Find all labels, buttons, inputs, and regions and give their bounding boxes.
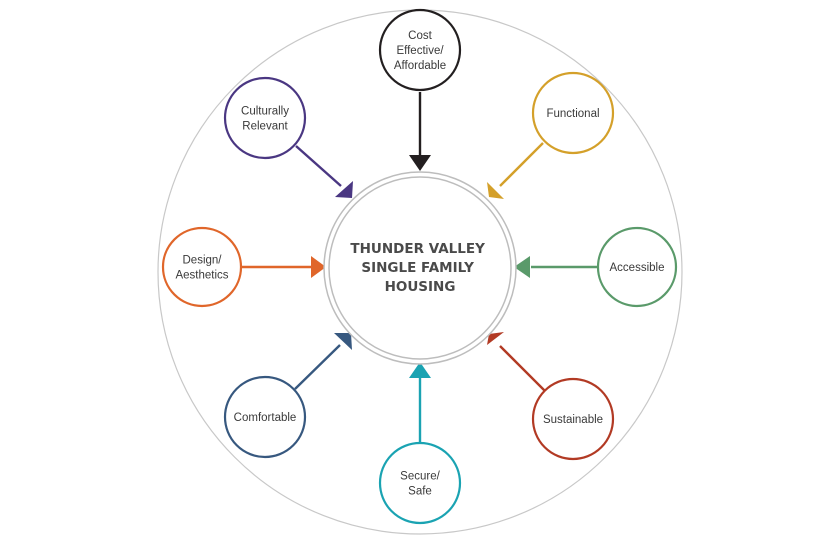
node-circle-design bbox=[161, 226, 243, 308]
node-circle-cost bbox=[378, 8, 462, 92]
node-circle-comfortable bbox=[223, 375, 307, 459]
node-label-line: Cost bbox=[408, 30, 432, 42]
connector-line-sustainable bbox=[499, 345, 546, 392]
node-label-line: Sustainable bbox=[543, 414, 603, 426]
node-label-line: Design/ bbox=[183, 255, 223, 267]
node-circle-culturally bbox=[223, 76, 307, 160]
node-label-sustainable: Sustainable bbox=[543, 414, 603, 426]
node-label-line: Effective/ bbox=[396, 45, 444, 57]
node-label-line: Safe bbox=[408, 486, 432, 498]
node-label-line: Functional bbox=[546, 108, 599, 120]
arrowhead-icon-comfortable bbox=[334, 333, 352, 350]
node-label-accessible: Accessible bbox=[610, 262, 665, 274]
node-label-line: Secure/ bbox=[400, 471, 440, 483]
center-inner-ring bbox=[328, 176, 512, 360]
node-label-line: Affordable bbox=[394, 60, 446, 72]
node-sustainable: Sustainable bbox=[531, 377, 615, 461]
node-label-design: Design/Aesthetics bbox=[175, 255, 228, 282]
node-label-line: Relevant bbox=[242, 121, 288, 133]
center-title-line: THUNDER VALLEY bbox=[350, 241, 485, 257]
node-circle-secure bbox=[378, 441, 462, 525]
arrowhead-icon-secure bbox=[409, 362, 431, 378]
node-label-line: Aesthetics bbox=[175, 270, 228, 282]
node-circle-sustainable bbox=[531, 377, 615, 461]
node-design: Design/Aesthetics bbox=[161, 226, 243, 308]
node-label-line: Comfortable bbox=[234, 412, 297, 424]
node-comfortable: Comfortable bbox=[223, 375, 307, 459]
arrowhead-icon-design bbox=[311, 256, 326, 278]
node-functional: Functional bbox=[531, 71, 615, 155]
arrowhead-icon-functional bbox=[487, 182, 504, 199]
connector-line-comfortable bbox=[294, 344, 341, 390]
center-title-line: SINGLE FAMILY bbox=[361, 260, 474, 276]
node-label-line: Culturally bbox=[241, 106, 289, 118]
arrowhead-icon-culturally bbox=[335, 181, 353, 198]
connector-line-culturally bbox=[295, 145, 342, 187]
node-secure: Secure/Safe bbox=[378, 441, 462, 525]
node-label-line: Accessible bbox=[610, 262, 665, 274]
arrowhead-icon-sustainable bbox=[487, 332, 504, 345]
center-title: THUNDER VALLEY SINGLE FAMILY HOUSING bbox=[350, 241, 489, 295]
node-label-secure: Secure/Safe bbox=[400, 471, 440, 498]
arrowhead-icon-cost bbox=[409, 155, 431, 171]
node-circle-accessible bbox=[596, 226, 678, 308]
connectors bbox=[242, 92, 597, 442]
node-label-comfortable: Comfortable bbox=[234, 412, 297, 424]
center-hub: THUNDER VALLEY SINGLE FAMILY HOUSING bbox=[323, 171, 517, 365]
center-title-line: HOUSING bbox=[385, 279, 456, 295]
arrowhead-icon-accessible bbox=[514, 256, 530, 278]
node-label-functional: Functional bbox=[546, 108, 599, 120]
node-accessible: Accessible bbox=[596, 226, 678, 308]
node-circle-functional bbox=[531, 71, 615, 155]
connector-line-functional bbox=[499, 142, 544, 187]
